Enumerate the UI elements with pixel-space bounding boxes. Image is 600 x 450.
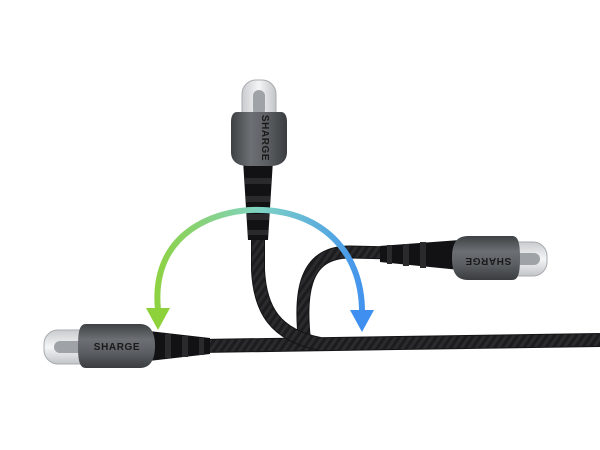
right-strain-relief (380, 240, 460, 270)
right-connector-housing (452, 236, 520, 280)
left-usb-c-connector: SHARGE (43, 324, 155, 368)
top-brand-label: SHARGE (259, 115, 270, 161)
left-connector-housing (78, 324, 155, 368)
top-connector-housing (231, 112, 287, 166)
flex-arc (154, 206, 365, 315)
left-strain-relief (140, 330, 210, 362)
top-strain-relief (243, 160, 273, 240)
bend-flex-arrow (146, 206, 374, 332)
right-usb-c-connector: SHARGE (452, 236, 548, 280)
top-cable (251, 200, 322, 351)
top-usb-c-connector: SHARGE (231, 79, 287, 166)
right-brand-label: SHARGE (465, 255, 511, 266)
main-cable (199, 333, 600, 353)
left-brand-label: SHARGE (94, 342, 140, 353)
bend-arrow-down-green-icon (146, 308, 170, 330)
bend-arrow-down-blue-icon (350, 310, 374, 332)
